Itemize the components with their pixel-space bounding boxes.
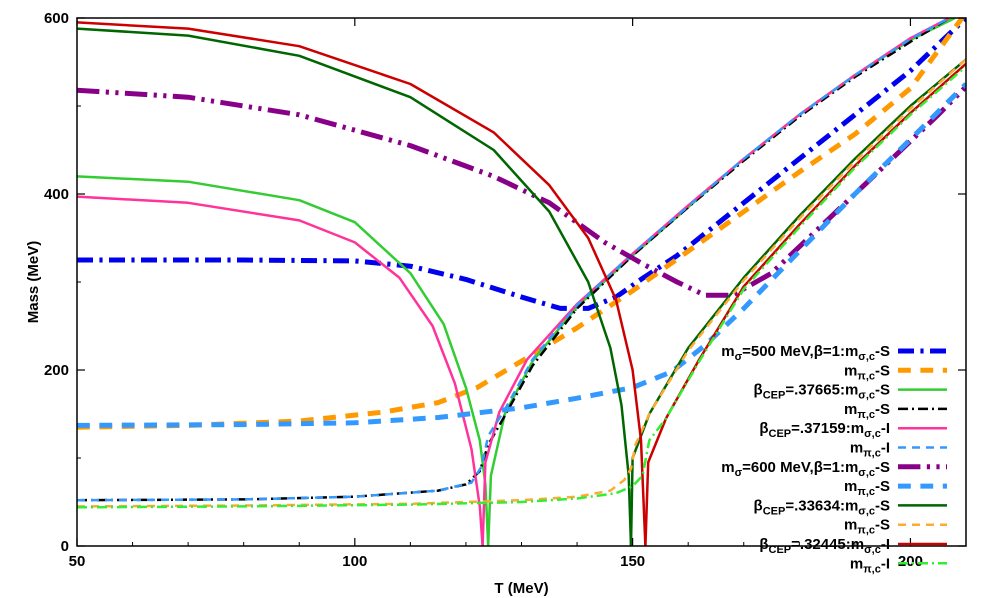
series-line-7 bbox=[77, 18, 950, 502]
legend-subscript: σ,c bbox=[858, 351, 875, 363]
legend-subscript: CEP bbox=[763, 505, 786, 517]
legend-text-part: β bbox=[759, 420, 768, 437]
y-tick-label: 200 bbox=[44, 362, 69, 379]
legend-subscript: π,c bbox=[863, 448, 881, 460]
legend-text-part: -S bbox=[875, 517, 890, 534]
legend-label: mπ,c-S bbox=[844, 478, 890, 498]
legend-text-part: -S bbox=[875, 478, 890, 495]
series-line-14 bbox=[644, 62, 966, 546]
legend-text-part: m bbox=[844, 517, 857, 534]
legend-text-part: -I bbox=[881, 420, 890, 437]
series-line-2 bbox=[77, 175, 490, 546]
legend-text-part: =.37665:m bbox=[785, 382, 858, 399]
y-tick-label: 0 bbox=[61, 538, 69, 555]
y-tick-label: 400 bbox=[44, 186, 69, 203]
legend-text-part: β bbox=[754, 382, 763, 399]
legend-text-part: -I bbox=[881, 440, 890, 457]
legend-subscript: σ,c bbox=[864, 428, 881, 440]
legend-label: mπ,c-I bbox=[850, 555, 890, 575]
legend-text-part: -S bbox=[875, 401, 890, 418]
series-line-11 bbox=[629, 58, 966, 546]
legend-subscript: CEP bbox=[763, 390, 786, 402]
legend-label: mπ,c-S bbox=[844, 401, 890, 421]
legend-subscript: π,c bbox=[863, 563, 881, 575]
legend-subscript: σ,c bbox=[858, 467, 875, 479]
legend-text-part: =.33634:m bbox=[785, 497, 858, 514]
legend-subscript: σ,c bbox=[864, 544, 881, 556]
legend-label: βCEP=.32445:mσ,c-I bbox=[759, 536, 890, 556]
legend-text-part: -I bbox=[881, 555, 890, 572]
legend-subscript: σ,c bbox=[858, 505, 875, 517]
legend-text-part: β bbox=[759, 536, 768, 553]
legend-label: mσ=500 MeV,β=1:mσ,c-S bbox=[721, 343, 890, 363]
legend-subscript: σ bbox=[735, 467, 743, 479]
legend-text-part: m bbox=[844, 401, 857, 418]
series-line-13 bbox=[77, 21, 647, 546]
legend: mσ=500 MeV,β=1:mσ,c-Smπ,c-SβCEP=.37665:m… bbox=[721, 343, 947, 575]
x-axis-label: T (MeV) bbox=[494, 580, 548, 597]
x-tick-label: 200 bbox=[898, 553, 923, 570]
legend-label: βCEP=.37665:mσ,c-S bbox=[754, 382, 890, 402]
series-line-12 bbox=[77, 58, 966, 508]
ticks-layer: 50 100 150 200 0 200 400 600 bbox=[44, 10, 966, 570]
legend-text-part: m bbox=[844, 478, 857, 495]
legend-subscript: σ,c bbox=[858, 390, 875, 402]
legend-text-part: m bbox=[850, 555, 863, 572]
x-tick-label: 150 bbox=[620, 553, 645, 570]
series-layer bbox=[77, 18, 966, 546]
legend-label: βCEP=.33634:mσ,c-S bbox=[754, 497, 890, 517]
legend-text-part: -S bbox=[875, 362, 890, 379]
legend-text-part: =.32445:m bbox=[791, 536, 864, 553]
series-line-0 bbox=[77, 18, 966, 311]
legend-text-part: =500 MeV,β=1:m bbox=[742, 343, 858, 360]
legend-text-part: -S bbox=[875, 497, 890, 514]
legend-subscript: π,c bbox=[857, 370, 875, 382]
legend-subscript: CEP bbox=[769, 428, 792, 440]
y-tick-label: 600 bbox=[44, 10, 69, 27]
legend-text-part: -S bbox=[875, 459, 890, 476]
y-axis-label: Mass (MeV) bbox=[25, 241, 42, 324]
legend-text-part: m bbox=[721, 459, 734, 476]
legend-text-part: =.37159:m bbox=[791, 420, 864, 437]
series-line-1 bbox=[77, 18, 966, 430]
series-line-9 bbox=[77, 82, 966, 428]
legend-text-part: =600 MeV,β=1:m bbox=[742, 459, 858, 476]
legend-label: mπ,c-S bbox=[844, 362, 890, 382]
legend-subscript: π,c bbox=[857, 525, 875, 537]
legend-subscript: π,c bbox=[857, 409, 875, 421]
legend-label: βCEP=.37159:mσ,c-I bbox=[759, 420, 890, 440]
legend-text-part: -S bbox=[875, 343, 890, 360]
legend-text-part: -I bbox=[881, 536, 890, 553]
legend-text-part: -S bbox=[875, 382, 890, 399]
legend-label: mσ=600 MeV,β=1:mσ,c-S bbox=[721, 459, 890, 479]
legend-subscript: CEP bbox=[769, 544, 792, 556]
legend-subscript: σ bbox=[735, 351, 743, 363]
series-line-5 bbox=[77, 195, 484, 546]
legend-text-part: m bbox=[844, 362, 857, 379]
legend-label: mπ,c-I bbox=[850, 440, 890, 460]
series-line-4 bbox=[77, 18, 950, 502]
legend-text-part: m bbox=[850, 440, 863, 457]
legend-text-part: m bbox=[721, 343, 734, 360]
legend-text-part: β bbox=[754, 497, 763, 514]
legend-subscript: π,c bbox=[857, 486, 875, 498]
series-line-8 bbox=[77, 84, 966, 298]
x-tick-label: 100 bbox=[342, 553, 367, 570]
series-line-15 bbox=[77, 65, 966, 509]
series-line-10 bbox=[77, 27, 633, 546]
x-tick-label: 50 bbox=[69, 553, 86, 570]
legend-label: mπ,c-S bbox=[844, 517, 890, 537]
